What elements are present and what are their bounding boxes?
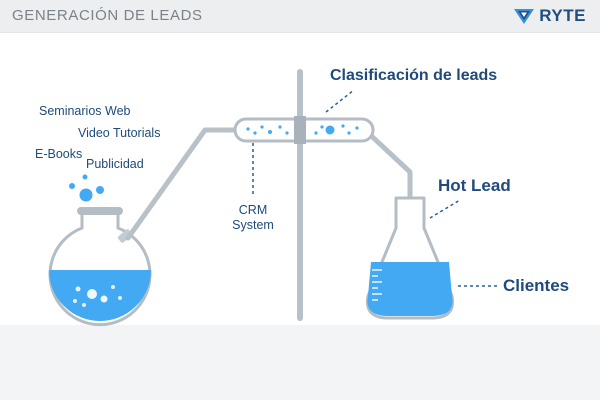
left-connector-pipe [117, 127, 245, 243]
clients-flask-liquid [367, 262, 453, 316]
flask-neck-ring [77, 207, 123, 215]
header-bar: GENERACIÓN DE LEADS RYTE [0, 0, 600, 33]
source-flask [48, 174, 152, 327]
bubble [79, 188, 93, 202]
page-title: GENERACIÓN DE LEADS [12, 7, 203, 24]
ryte-logo[interactable]: RYTE [513, 6, 586, 26]
crm-label-line2: System [232, 218, 274, 232]
clients-label: Clientes [503, 276, 570, 295]
right-connector-pipe [363, 128, 413, 197]
crm-label: CRM System [226, 203, 280, 233]
logo-text: RYTE [539, 6, 586, 25]
leader-lines [252, 89, 497, 287]
lead-classification-label: Clasificación de leads [330, 67, 498, 84]
stand-clamp [294, 116, 306, 144]
source-label-advertising: Publicidad [86, 157, 144, 171]
source-label-seminars: Seminarios Web [39, 104, 131, 118]
measurement-marks [372, 269, 382, 301]
ryte-logo-icon [514, 9, 535, 24]
bubble [69, 183, 75, 189]
bubble [82, 174, 88, 180]
hot-lead-label: Hot Lead [438, 176, 511, 195]
source-label-ebooks: E-Books [35, 147, 83, 161]
source-label-video-tutorials: Video Tutorials [78, 126, 161, 140]
hot-lead-leader [429, 199, 461, 219]
flask-liquid [49, 270, 151, 321]
clients-flask [365, 196, 455, 320]
crm-label-line1: CRM [238, 203, 268, 217]
classification-leader [325, 89, 355, 113]
bubble [96, 186, 104, 194]
